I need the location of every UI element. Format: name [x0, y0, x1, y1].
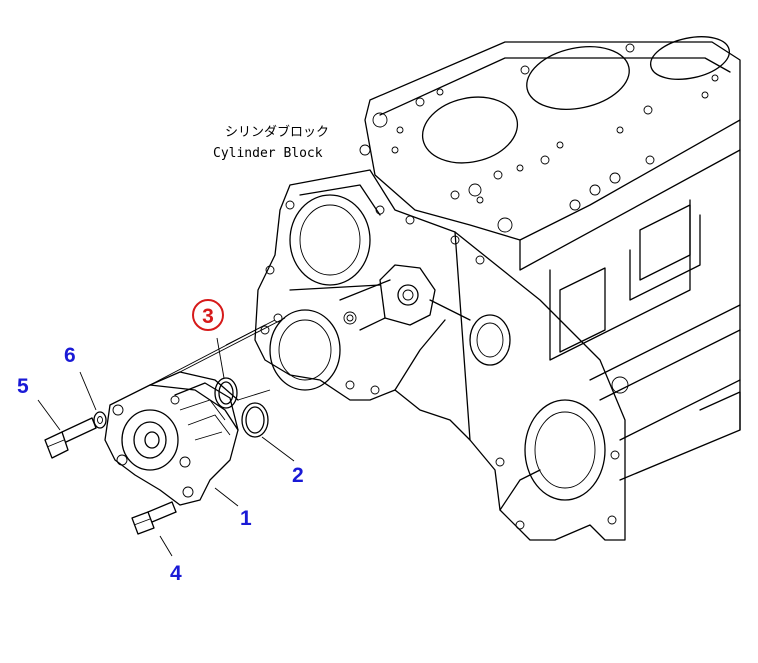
callout-3-circle [192, 299, 224, 331]
callout-5[interactable]: 5 [17, 375, 29, 398]
washer-6-drawing [93, 411, 107, 429]
bolt-4-drawing [131, 501, 177, 535]
leader-lines [37, 317, 295, 557]
callout-1[interactable]: 1 [240, 507, 252, 530]
cylinder-block-drawing [254, 36, 741, 541]
block-label-en: Cylinder Block [213, 146, 323, 161]
callout-3[interactable]: 3 [202, 305, 214, 328]
callout-2[interactable]: 2 [292, 464, 304, 487]
callout-6[interactable]: 6 [64, 344, 76, 367]
water-pump-drawing [104, 371, 239, 506]
callout-4[interactable]: 4 [170, 562, 182, 585]
bolt-5-drawing [44, 417, 97, 459]
o-ring-drawings [214, 377, 269, 438]
block-label-jp: シリンダブロック [225, 124, 329, 140]
